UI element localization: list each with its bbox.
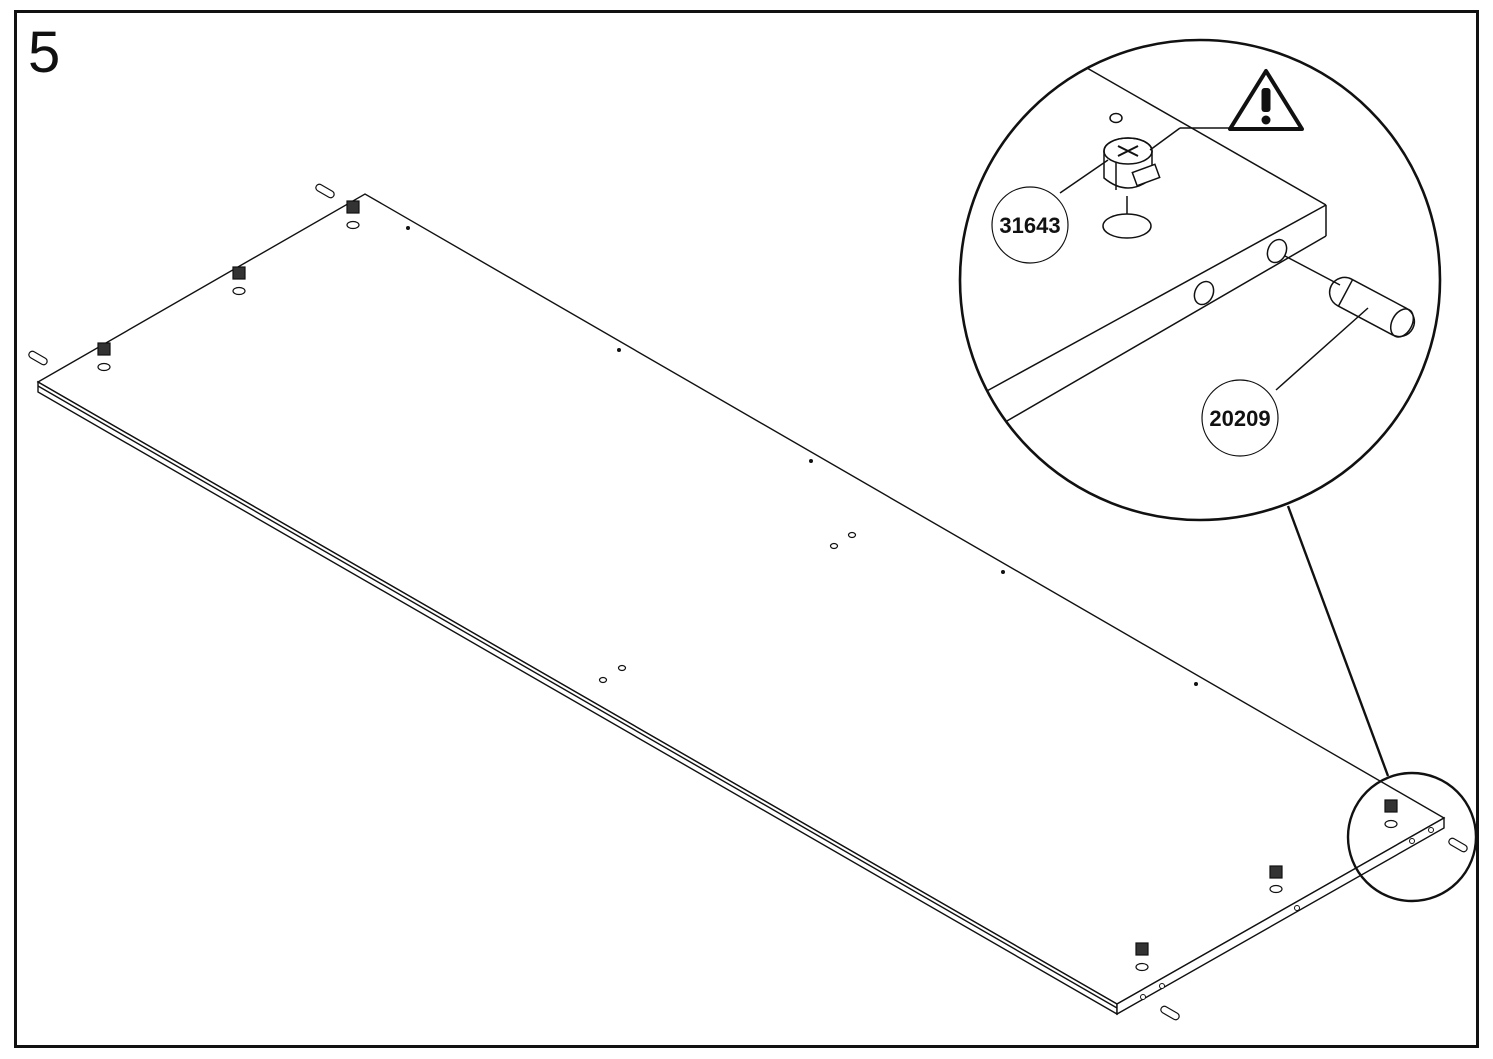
cam-lock-fittings [97, 200, 1398, 972]
cam-lock [346, 200, 360, 230]
callout-31643: 31643 [991, 186, 1069, 264]
cam-lock [1384, 799, 1398, 829]
panel-la [36, 193, 1446, 1016]
dowel-zoom [1328, 276, 1416, 338]
dowel [1160, 1005, 1180, 1021]
callout-label-31643: 31643 [999, 213, 1060, 238]
dowel [315, 183, 335, 199]
cam-lock [232, 266, 246, 296]
panel-hole-pairs [598, 531, 857, 684]
edge-holes [1140, 827, 1434, 1000]
cam-lock-zoom [1103, 137, 1161, 190]
cam-lock [97, 342, 111, 372]
dowel [28, 350, 48, 366]
panel-holes [406, 226, 1198, 686]
detail-magnified-view [958, 38, 1442, 522]
cam-lock [1135, 942, 1149, 972]
dowel [1448, 837, 1468, 853]
callout-20209: 20209 [1201, 379, 1279, 457]
step-number: 5 [28, 20, 61, 85]
warning-triangle-icon [1228, 69, 1304, 131]
callout-label-20209: 20209 [1209, 406, 1270, 431]
diagram-frame [14, 10, 1479, 1048]
detail-marker-circle [1346, 771, 1478, 903]
cam-lock [1269, 865, 1283, 894]
detail-leader-line [1286, 505, 1390, 777]
